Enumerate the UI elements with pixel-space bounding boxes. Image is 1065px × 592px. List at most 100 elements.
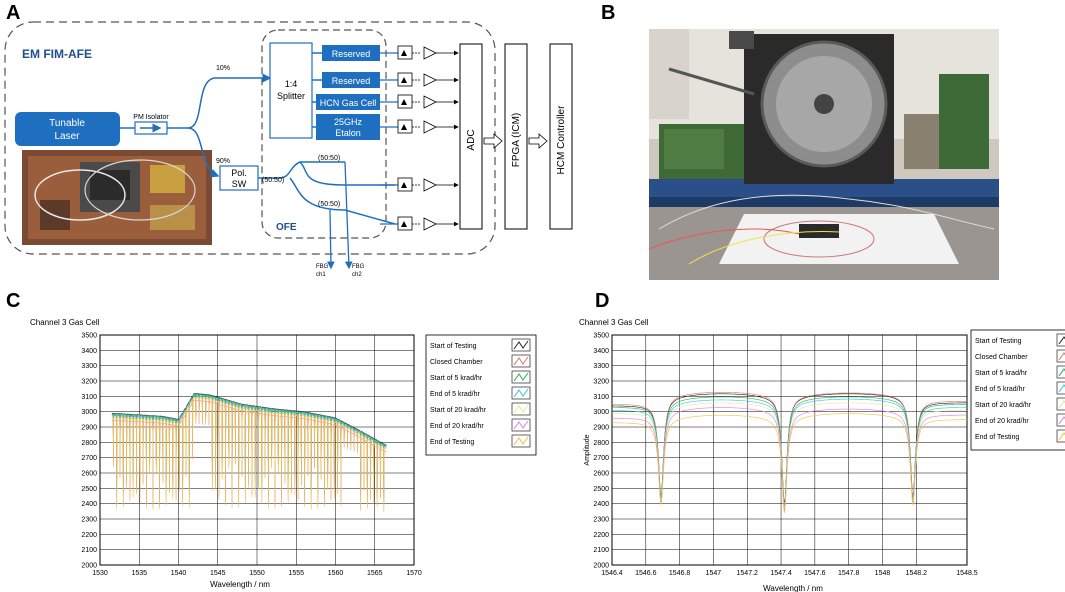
legend-swatch — [1056, 365, 1065, 379]
y-tick-label: 3300 — [593, 363, 609, 370]
legend-label: Closed Chamber — [430, 359, 483, 366]
coupler-label-3: (50:50) — [318, 201, 340, 208]
legend-swatch — [1056, 349, 1065, 363]
system-block-diagram: EM FIM-AFE OFE Tunable Laser PM Isolator… — [4, 21, 573, 278]
series-line — [612, 398, 967, 509]
y-tick-label: 2600 — [81, 471, 97, 478]
y-tick-label: 2100 — [593, 547, 609, 554]
x-tick-label: 1548.5 — [956, 570, 978, 577]
y-tick-label: 3400 — [81, 348, 97, 355]
y-tick-label: 2200 — [593, 532, 609, 539]
x-tick-label: 1546.6 — [635, 570, 657, 577]
fbg-ch2-label-2: ch2 — [352, 272, 362, 278]
panel-letter-c: C — [6, 290, 21, 312]
chart-c-y-ticks: 2000210022002300240025002600270028002900… — [81, 333, 97, 570]
x-tick-label: 1546.4 — [601, 570, 623, 577]
fpga-block — [504, 43, 528, 230]
legend-label: Start of Testing — [430, 343, 477, 350]
chart-d-xlabel: Wavelength / nm — [763, 584, 823, 592]
x-tick-label: 1570 — [406, 570, 422, 577]
amplifier-icon — [423, 120, 437, 134]
legend-label: End of 5 krad/hr — [975, 386, 1025, 393]
tunable-laser-block — [15, 112, 120, 146]
legend-label: Start of 5 krad/hr — [975, 370, 1028, 377]
y-tick-label: 2100 — [81, 547, 97, 554]
amplifier-icon — [423, 95, 437, 109]
fpga-label: FPGA (ICM) — [511, 113, 522, 167]
test-setup-photo — [648, 29, 999, 280]
chart-c-series — [111, 393, 387, 513]
chart-d-series — [612, 392, 968, 514]
reserved-block-2 — [322, 72, 380, 88]
y-tick-label: 3400 — [593, 348, 609, 355]
x-tick-label: 1548 — [875, 570, 891, 577]
chart-d-y-ticks: 2000210022002300240025002600270028002900… — [593, 333, 609, 570]
x-tick-label: 1555 — [288, 570, 304, 577]
etalon-label-1: 25GHz — [334, 117, 363, 127]
legend-label: End of 20 krad/hr — [430, 423, 484, 430]
y-tick-label: 3000 — [81, 409, 97, 416]
legend-label: Start of 20 krad/hr — [430, 407, 487, 414]
ratio-90-label: 90% — [216, 158, 230, 165]
y-tick-label: 3500 — [593, 333, 609, 340]
pol-sw-block — [219, 165, 259, 191]
chart-d: Channel 3 Gas Cell Amplitude 20002100220… — [579, 318, 1065, 592]
x-tick-label: 1535 — [131, 570, 147, 577]
pm-isolator-label: PM Isolator — [133, 114, 169, 121]
amplifier-icon — [423, 217, 437, 231]
coupler-label-1: (50:50) — [318, 155, 340, 162]
y-tick-label: 2300 — [593, 517, 609, 524]
x-tick-label: 1548.2 — [906, 570, 928, 577]
chart-c-xlabel: Wavelength / nm — [210, 580, 270, 589]
legend-swatch — [1056, 333, 1065, 347]
y-tick-label: 2000 — [81, 563, 97, 570]
splitter-block — [269, 42, 313, 139]
splitter-label-1: 1:4 — [285, 79, 298, 89]
pol-sw-label-2: SW — [232, 179, 247, 189]
tunable-laser-label-1: Tunable — [49, 118, 85, 129]
y-tick-label: 3100 — [593, 394, 609, 401]
y-tick-label: 2400 — [593, 501, 609, 508]
x-tick-label: 1547.4 — [770, 570, 792, 577]
laser-board-photo — [22, 150, 212, 245]
y-tick-label: 2800 — [593, 440, 609, 447]
y-tick-label: 3300 — [81, 363, 97, 370]
chart-d-grid — [611, 334, 968, 566]
legend-swatch — [1056, 381, 1065, 395]
legend-label: Start of 5 krad/hr — [430, 375, 483, 382]
splitter-outputs: Reserved Reserved HCN Gas Cell 25GHz Eta… — [312, 45, 380, 140]
legend-label: End of 20 krad/hr — [975, 418, 1029, 425]
legend-label: End of 5 krad/hr — [430, 391, 480, 398]
fbg-ch1-label-2: ch1 — [316, 272, 326, 278]
series-line — [612, 413, 967, 514]
y-tick-label: 2500 — [593, 486, 609, 493]
etalon-block — [316, 114, 380, 140]
x-tick-label: 1547.8 — [838, 570, 860, 577]
y-tick-label: 2200 — [81, 532, 97, 539]
legend-swatch — [1056, 397, 1065, 411]
series-line — [612, 402, 967, 510]
x-tick-label: 1545 — [210, 570, 226, 577]
legend-swatch — [1056, 429, 1065, 443]
coupler-label-2: (50:50) — [262, 177, 284, 184]
x-tick-label: 1565 — [367, 570, 383, 577]
y-tick-label: 2600 — [593, 471, 609, 478]
y-tick-label: 2000 — [593, 563, 609, 570]
x-tick-label: 1547.6 — [804, 570, 826, 577]
series-line — [612, 392, 967, 506]
reserved-label-1: Reserved — [332, 49, 371, 59]
y-tick-label: 3100 — [81, 394, 97, 401]
y-tick-label: 2500 — [81, 486, 97, 493]
series-line — [111, 396, 387, 513]
y-tick-label: 3500 — [81, 333, 97, 340]
fbg-ch2-label-1: FBG — [352, 264, 365, 270]
ofe-label: OFE — [276, 222, 297, 233]
legend-label: Closed Chamber — [975, 354, 1028, 361]
reserved-block-1 — [322, 45, 380, 61]
hcn-gas-cell-label: HCN Gas Cell — [320, 98, 377, 108]
amplifier-icon — [423, 73, 437, 87]
reserved-label-2: Reserved — [332, 76, 371, 86]
chart-d-ylabel: Amplitude — [584, 434, 591, 465]
